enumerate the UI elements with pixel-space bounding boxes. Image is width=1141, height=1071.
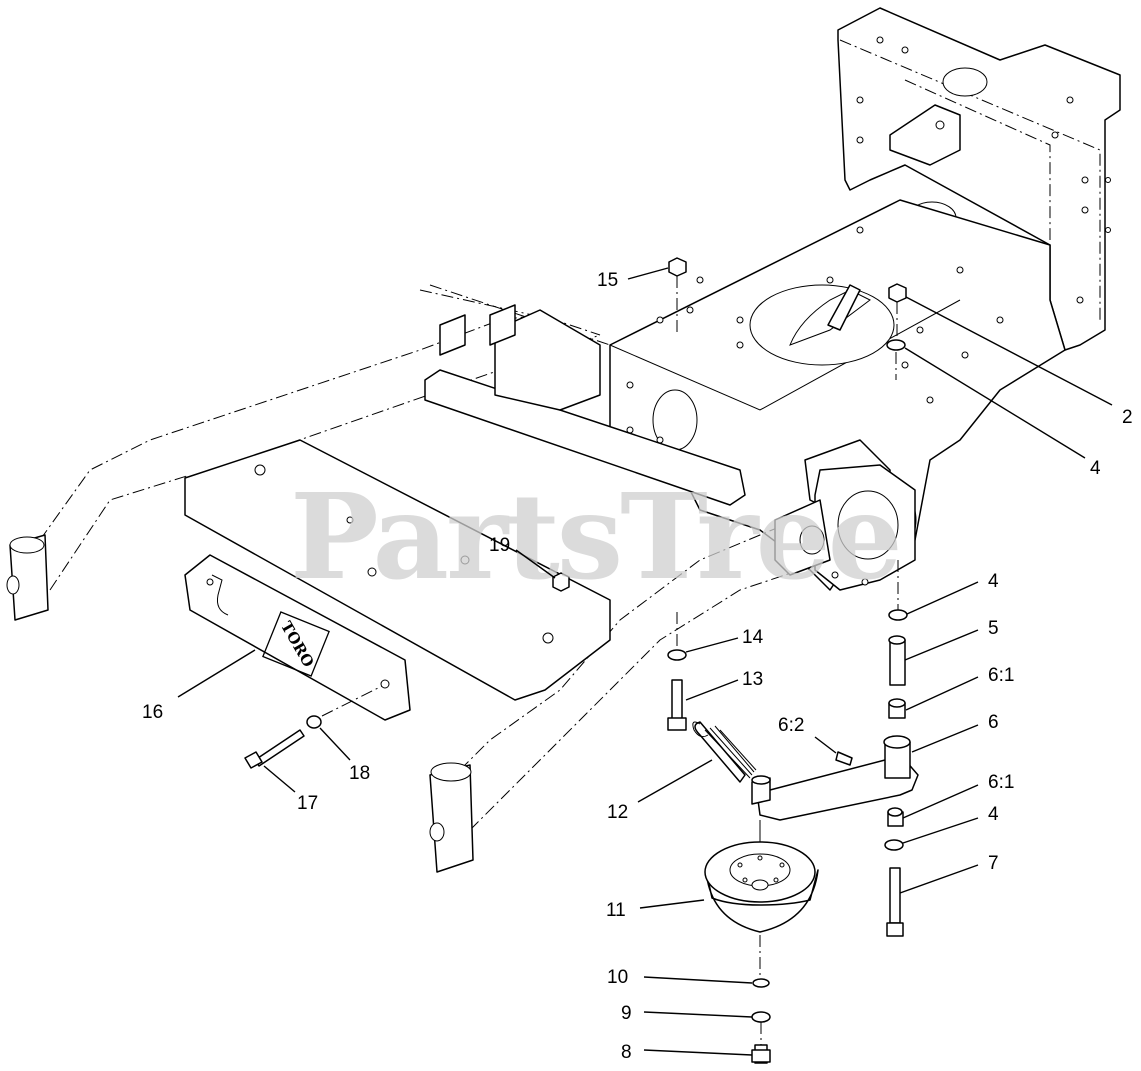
idler-arm-6 — [751, 735, 919, 850]
callout-19: 19 — [489, 535, 510, 556]
callout-6-1: 6:1 — [988, 665, 1014, 686]
callout-15: 15 — [597, 270, 618, 291]
callout-16: 16 — [142, 702, 163, 723]
callout-4: 4 — [988, 804, 999, 825]
callout-7: 7 — [988, 853, 999, 874]
callout-6-2: 6:2 — [778, 715, 804, 736]
callout-8: 8 — [621, 1042, 632, 1063]
bolt-7 — [886, 867, 904, 937]
callout-4: 4 — [1090, 458, 1101, 479]
callout-11: 11 — [606, 900, 626, 921]
nut-19 — [552, 572, 570, 592]
spacer-5 — [889, 639, 906, 686]
callout-labels: 15 2 4 19 4 5 14 13 6:1 6:2 6 16 18 17 1… — [142, 270, 1133, 1063]
callout-13: 13 — [742, 669, 763, 690]
watermark: PartsTree — [290, 467, 900, 606]
leader-lines — [177, 267, 1113, 1056]
washer-4-mid — [888, 609, 908, 621]
bolt-8 — [751, 1044, 771, 1064]
callout-12: 12 — [607, 802, 628, 823]
spring-12 — [692, 721, 757, 783]
callout-4: 4 — [988, 571, 999, 592]
bolt-13 — [667, 679, 687, 731]
shield-plate-16: TORO — [184, 554, 411, 721]
callout-6: 6 — [988, 712, 999, 733]
washer-9 — [751, 1011, 771, 1023]
washer-18 — [306, 715, 322, 729]
grease-fitting-6-2 — [835, 751, 853, 766]
washer-4-bottom — [884, 839, 904, 851]
nut-15 — [668, 257, 687, 335]
callout-17: 17 — [297, 793, 318, 814]
main-frame-rails — [6, 284, 831, 873]
washer-14 — [667, 649, 687, 661]
callout-6-1: 6:1 — [988, 772, 1014, 793]
callout-14: 14 — [742, 627, 764, 648]
washer-10 — [752, 978, 770, 988]
callout-10: 10 — [607, 967, 628, 988]
idler-pulley-11 — [704, 841, 819, 933]
callout-5: 5 — [988, 618, 999, 639]
callout-18: 18 — [349, 763, 370, 784]
nut-2 — [888, 283, 907, 340]
callout-2: 2 — [1122, 407, 1133, 428]
washer-4-top — [886, 339, 906, 351]
bolt-17 — [244, 729, 305, 769]
callout-9: 9 — [621, 1003, 632, 1024]
